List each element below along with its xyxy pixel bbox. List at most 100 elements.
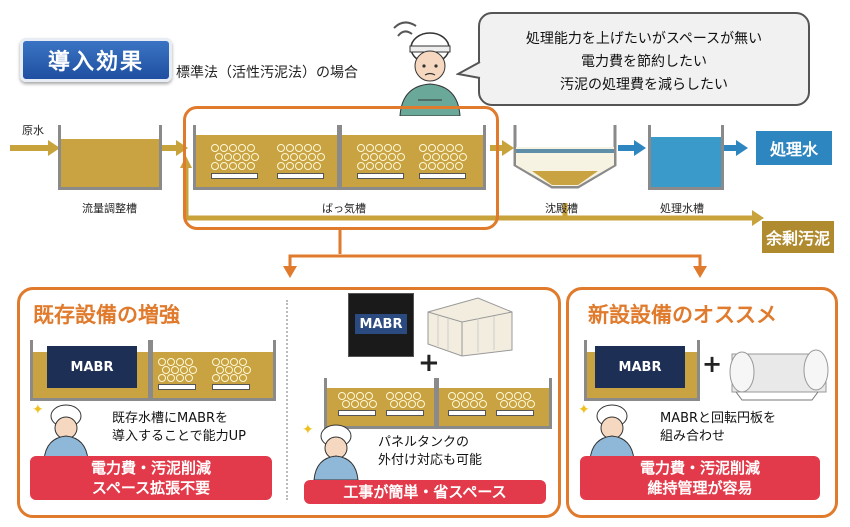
air-bubble [459, 153, 467, 161]
air-bubble [518, 400, 526, 408]
air-bubble [308, 153, 316, 161]
air-bubble [386, 392, 394, 400]
air-diffuser [386, 410, 424, 416]
new-panel-title: 新設設備のオススメ [588, 303, 777, 327]
air-bubble [167, 358, 175, 366]
air-bubble [375, 144, 383, 152]
mabr-label: MABR [359, 316, 403, 332]
air-bubble [216, 366, 224, 374]
air-bubble [286, 144, 294, 152]
air-diffuser [419, 173, 466, 179]
air-bubble [479, 400, 487, 408]
air-bubble [357, 144, 365, 152]
air-bubble [437, 144, 445, 152]
air-bubble [158, 358, 166, 366]
aeration-tank-label: ばっ気槽 [322, 202, 366, 215]
air-bubble [234, 366, 242, 374]
excess-sludge-output: 余剰汚泥 [762, 221, 834, 253]
aeration-bubbles [193, 128, 480, 186]
treated-water-tank [648, 125, 724, 190]
air-bubble [413, 392, 421, 400]
right-benefit-banner: 電力費・汚泥削減 維持管理が容易 [580, 456, 820, 500]
middle-tank-bubbles [324, 382, 546, 426]
bubble-tail [456, 61, 481, 79]
air-bubble [220, 162, 228, 170]
air-bubble [224, 153, 232, 161]
air-bubble [509, 400, 517, 408]
air-bubble [360, 400, 368, 408]
air-bubble [369, 400, 377, 408]
treated-water-output: 処理水 [756, 131, 832, 165]
air-bubble [281, 153, 289, 161]
air-bubble [466, 392, 474, 400]
air-bubble [238, 144, 246, 152]
air-bubble [523, 392, 531, 400]
air-bubble [452, 400, 460, 408]
left-benefit-banner: 電力費・汚泥削減 スペース拡張不要 [30, 456, 272, 500]
air-bubble [461, 400, 469, 408]
air-bubble [225, 366, 233, 374]
air-bubble [304, 144, 312, 152]
air-bubble [351, 400, 359, 408]
air-bubble [215, 153, 223, 161]
air-bubble [251, 153, 259, 161]
svg-text:✦: ✦ [578, 402, 590, 418]
middle-mabr-tag: MABR [355, 314, 407, 334]
air-bubble [470, 400, 478, 408]
air-bubble [229, 144, 237, 152]
air-bubble [366, 144, 374, 152]
air-bubble [393, 144, 401, 152]
air-bubble [428, 162, 436, 170]
air-bubble [356, 392, 364, 400]
air-diffuser [338, 410, 376, 416]
air-bubble [390, 400, 398, 408]
air-bubble [211, 162, 219, 170]
air-bubble [295, 144, 303, 152]
air-bubble [475, 392, 483, 400]
air-bubble [221, 358, 229, 366]
air-bubble [441, 153, 449, 161]
left-note: 既存水槽にMABRを 導入することで能力UP [112, 410, 246, 446]
right-mabr-module: MABR [595, 346, 685, 388]
air-bubble [243, 366, 251, 374]
air-bubble [496, 392, 504, 400]
panel-divider [286, 300, 289, 500]
banner-line: スペース拡張不要 [91, 479, 211, 497]
air-bubble [384, 144, 392, 152]
air-bubble [313, 162, 321, 170]
air-bubble [393, 162, 401, 170]
air-bubble [239, 374, 247, 382]
concerns-speech-bubble: 処理能力を上げたいがスペースが無い 電力費を節約したい 汚泥の処理費を減らしたい [478, 12, 810, 106]
air-bubble [379, 153, 387, 161]
air-diffuser [448, 410, 486, 416]
air-diffuser [158, 384, 196, 390]
banner-line: 維持管理が容易 [647, 479, 753, 497]
air-bubble [290, 153, 298, 161]
worker-middle-illustration: ✦ [302, 422, 359, 480]
air-bubble [176, 358, 184, 366]
air-bubble [455, 144, 463, 152]
concern-line: 汚泥の処理費を減らしたい [560, 77, 728, 93]
air-bubble [185, 358, 193, 366]
air-bubble [417, 400, 425, 408]
air-bubble [404, 392, 412, 400]
flow-pipes [10, 140, 764, 278]
air-bubble [233, 153, 241, 161]
air-bubble [446, 162, 454, 170]
air-bubble [238, 162, 246, 170]
air-bubble [286, 162, 294, 170]
note-line: MABRと回転円板を [660, 411, 777, 426]
raw-water-label: 原水 [22, 124, 44, 137]
svg-text:✦: ✦ [302, 422, 314, 438]
middle-benefit-banner: 工事が簡単・省スペース [304, 480, 546, 504]
air-diffuser [212, 384, 250, 390]
air-bubble [419, 144, 427, 152]
air-bubble [212, 358, 220, 366]
air-bubble [221, 374, 229, 382]
air-bubble [357, 162, 365, 170]
left-tank-bubbles [150, 344, 268, 396]
banner-line: 電力費・汚泥削減 [639, 459, 760, 477]
worker-right-illustration: ✦ [578, 402, 635, 460]
equalization-tank [58, 125, 162, 190]
air-bubble [397, 153, 405, 161]
